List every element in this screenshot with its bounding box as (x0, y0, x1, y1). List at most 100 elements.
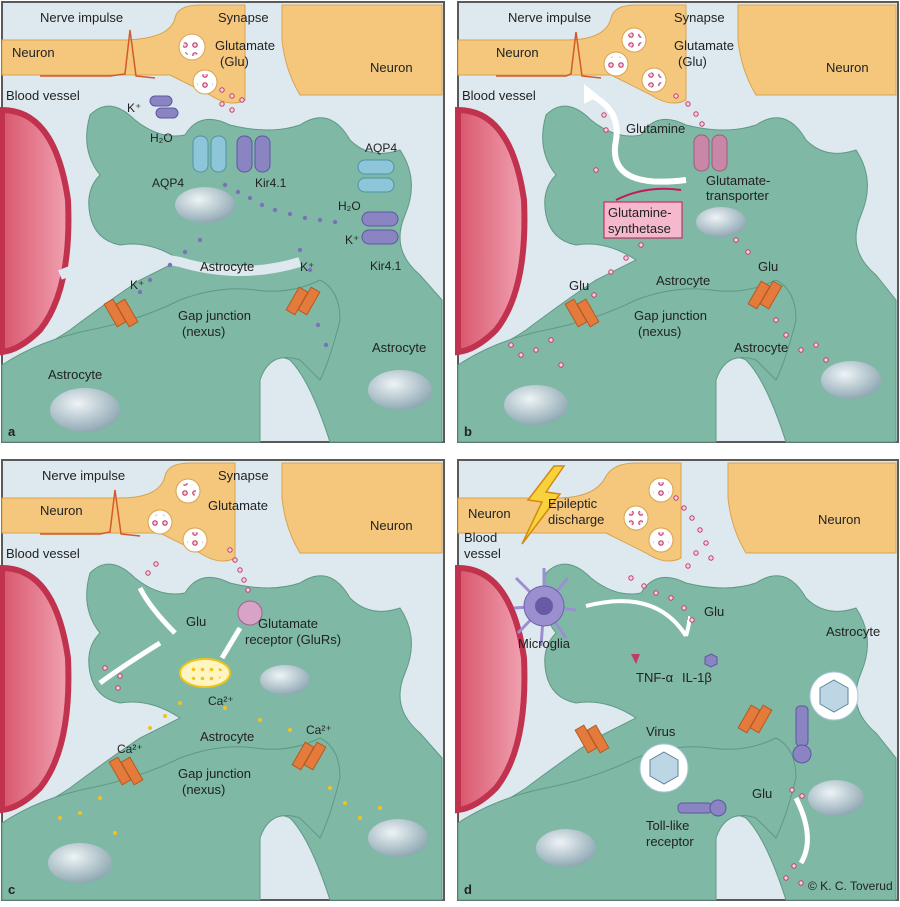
astrocyte-label: Astrocyte (826, 624, 880, 639)
synthetase-label: Glutamine- (608, 205, 672, 220)
toll-like-receptor (677, 799, 727, 817)
microglia-cell (513, 568, 577, 647)
glutamate-label: Glutamate (208, 498, 268, 513)
nerve-impulse-trace (40, 489, 141, 537)
arrow-head (584, 84, 599, 104)
vesicle-content (152, 514, 168, 530)
astrocyte-label: Astrocyte (48, 367, 102, 382)
neuron-presynaptic (1, 4, 246, 104)
nucleus (696, 207, 746, 237)
calcium-store (187, 664, 223, 682)
aqp4-label: AQP4 (152, 176, 184, 190)
tnf-icon (631, 654, 640, 664)
epileptic-label: discharge (548, 512, 604, 527)
nucleus (260, 665, 310, 695)
il1b-label: IL-1β (682, 670, 712, 685)
vesicle-content (180, 483, 196, 499)
il1b-icon (704, 653, 718, 668)
vesicle-content (653, 482, 669, 498)
glutamate-abbr: (Glu) (678, 54, 707, 69)
gap-junction-label: Gap junction (634, 308, 707, 323)
nucleus (808, 780, 864, 816)
glutamate-label: Glutamate (674, 38, 734, 53)
aqp4-channel (192, 135, 227, 173)
transporter-label: Glutamate- (706, 173, 770, 188)
nucleus (48, 843, 112, 883)
panel-d: Neuron Neuron Epileptic discharge Blood … (455, 459, 899, 901)
kir-channel (236, 135, 271, 173)
blood-vessel-label: Blood (464, 530, 497, 545)
nerve-impulse-label: Nerve impulse (42, 468, 125, 483)
panel-b: Nerve impulse Synapse Neuron Neuron Bloo… (455, 1, 899, 443)
vesicle-content (187, 532, 203, 548)
gap-junction (285, 286, 321, 316)
vesicle-content (197, 74, 213, 90)
tnf-label: TNF-α (636, 670, 674, 685)
glu-arrow (98, 640, 162, 686)
nerve-impulse-label: Nerve impulse (40, 10, 123, 25)
vesicle-content (626, 32, 642, 48)
vesicle-content (628, 510, 644, 526)
vesicle-content (183, 38, 201, 56)
panel-letter: d (464, 882, 472, 897)
nexus-label: (nexus) (182, 324, 225, 339)
astrocyte-label: Astrocyte (734, 340, 788, 355)
virus-label: Virus (646, 724, 676, 739)
neuron-postsynaptic (281, 462, 443, 554)
microglia-arrow (585, 599, 688, 638)
neuron-postsynaptic (737, 4, 897, 96)
neuron-label: Neuron (468, 506, 511, 521)
blood-vessel-label: Blood vessel (462, 88, 536, 103)
toll-like-receptor (792, 705, 812, 764)
synthetase-label: synthetase (608, 221, 671, 236)
panel-letter: b (464, 424, 472, 439)
calcium-label: Ca²⁺ (117, 742, 143, 756)
nexus-label: (nexus) (182, 782, 225, 797)
aqp4-label: AQP4 (365, 141, 397, 155)
panel-c: Nerve impulse Synapse Neuron Neuron Bloo… (0, 459, 445, 901)
neuron-presynaptic (457, 462, 682, 562)
kir-channel (149, 95, 179, 119)
gap-junction (747, 280, 783, 310)
nucleus (536, 829, 596, 867)
nucleus (368, 819, 428, 857)
nerve-impulse-label: Nerve impulse (508, 10, 591, 25)
blood-vessel (0, 106, 72, 356)
astrocyte-label: Astrocyte (200, 259, 254, 274)
astrocyte-label: Astrocyte (656, 273, 710, 288)
gap-junction (574, 724, 610, 754)
gap-junction (108, 756, 144, 786)
glutamate-receptor (237, 600, 263, 626)
virus-icon (809, 671, 859, 721)
blood-vessel (455, 564, 528, 814)
nerve-impulse-trace (40, 29, 156, 79)
aqp4-channel (357, 159, 395, 193)
glu-label: Glu (569, 278, 589, 293)
glu-release-arrow (793, 796, 810, 865)
receptor-label: Glutamate (258, 616, 318, 631)
vesicle-content (646, 72, 662, 88)
transporter-label: transporter (706, 188, 770, 203)
toll-label: Toll-like (646, 818, 689, 833)
glu-arrow (137, 586, 177, 635)
calcium-dots (58, 701, 382, 835)
kir-label: Kir4.1 (370, 259, 402, 273)
vesicle-content (608, 56, 624, 72)
gap-junction (103, 298, 139, 328)
synapse-label: Synapse (218, 468, 269, 483)
glutamate-dots (628, 495, 805, 886)
glutamate-dots (102, 547, 251, 691)
credit-label: © K. C. Toverud (808, 879, 893, 893)
k-label: K⁺ (130, 278, 144, 292)
nucleus (50, 388, 120, 432)
glu-label: Glu (186, 614, 206, 629)
calcium-label: Ca²⁺ (208, 694, 234, 708)
neuron-label: Neuron (12, 45, 55, 60)
glutamate-dots (219, 87, 245, 113)
panel-a: Nerve impulse Synapse Neuron Neuron Bloo… (0, 1, 445, 443)
nucleus (821, 361, 881, 399)
neuron-label: Neuron (40, 503, 83, 518)
synthetase-arrow (615, 187, 682, 201)
nucleus (175, 187, 235, 223)
k-label: K⁺ (345, 233, 359, 247)
